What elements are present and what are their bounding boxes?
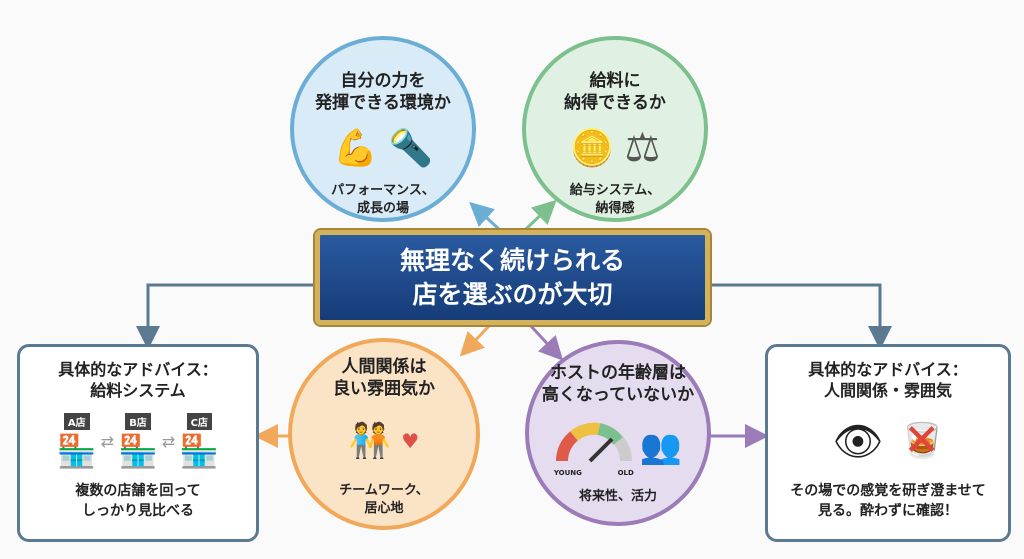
eye-icon: 👁 xyxy=(832,418,884,465)
circle-title: 人間関係は xyxy=(341,357,427,377)
age-gauge: YOUNG OLD xyxy=(554,417,634,477)
shop-b: B店🏪 xyxy=(118,412,158,470)
shop-c: C店🏪 xyxy=(179,412,220,470)
hosts-group-icon: 👥 xyxy=(639,427,683,467)
advice-box-salary: 具体的なアドバイス：給料システム A店🏪 ⇄ B店🏪 ⇄ C店🏪 複数の店舗を回… xyxy=(17,344,259,542)
coins-icon: 🪙 xyxy=(569,128,615,169)
circle-title: 自分の力を xyxy=(340,71,426,91)
circle-title: 発揮できる環境か xyxy=(315,93,451,113)
swap-arrows-icon: ⇄ xyxy=(100,431,115,451)
gauge-icon xyxy=(555,422,632,463)
box-subtitle: その場での感覚を研ぎ澄ませて xyxy=(790,483,986,499)
circle-subtitle: チームワーク、 xyxy=(339,483,429,498)
box-title: 給料システム xyxy=(90,381,186,400)
store-icon: 🏪 xyxy=(118,431,158,470)
box-subtitle: しっかり見比べる xyxy=(82,503,194,519)
circle-title: 高くなっていないか xyxy=(541,385,695,405)
store-icon: 🏪 xyxy=(179,431,220,470)
spotlight-icon: 🔦 xyxy=(388,128,433,169)
circle-title: 納得できるか xyxy=(564,93,666,113)
box-title: 具体的なアドバイス： xyxy=(58,360,218,379)
central-banner: 無理なく続けられる 店を選ぶのが大切 xyxy=(315,230,710,325)
banner-line: 店を選ぶのが大切 xyxy=(412,279,613,309)
hearts-icon: ♥ xyxy=(401,429,420,453)
circle-subtitle: 居心地 xyxy=(364,501,404,516)
box-title: 人間関係・雰囲気 xyxy=(823,381,952,400)
banner-line: 無理なく続けられる xyxy=(399,245,625,275)
box-subtitle: 複数の店舗を回って xyxy=(75,483,201,499)
circle-title: 良い雰囲気か xyxy=(333,379,435,399)
circle-subtitle: パフォーマンス、 xyxy=(331,183,435,198)
shop-a: A店🏪 xyxy=(56,412,97,470)
gauge-young-label: YOUNG xyxy=(553,469,582,477)
balance-scale-icon: ⚖ xyxy=(624,125,661,171)
gauge-old-label: OLD xyxy=(617,469,634,477)
no-drinking-icon: 🥃✕ xyxy=(901,415,944,466)
circle-host-age: ホストの年齢層は高くなっていないか YOUNG OLD 👥 将来性、活力 xyxy=(525,340,711,526)
shop-label: A店 xyxy=(63,412,90,430)
box-title: 具体的なアドバイス： xyxy=(808,360,968,379)
circle-subtitle: 給与システム、 xyxy=(569,183,661,198)
circle-salary: 給料に納得できるか 🪙⚖ 給与システム、納得感 xyxy=(522,36,708,222)
circle-environment: 自分の力を発揮できる環境か 💪🔦 パフォーマンス、成長の場 xyxy=(290,36,476,222)
circle-title: ホストの年齢層は xyxy=(550,363,686,383)
advice-box-atmosphere: 具体的なアドバイス： 人間関係・雰囲気 👁 🥃✕ その場での感覚を研ぎ澄ませて見る… xyxy=(765,344,1011,542)
shop-label: B店 xyxy=(125,412,151,430)
circle-subtitle: 納得感 xyxy=(595,201,635,216)
circle-title: 給料に xyxy=(589,71,641,91)
flexed-arm-icon: 💪 xyxy=(333,128,378,169)
store-icon: 🏪 xyxy=(56,431,97,470)
circle-relationships: 人間関係は良い雰囲気か 🧑‍🤝‍🧑 ♥ チームワーク、居心地 xyxy=(288,338,480,530)
team-handshake-icon: 🧑‍🤝‍🧑 xyxy=(348,421,392,461)
shop-label: C店 xyxy=(186,412,212,430)
circle-subtitle: 成長の場 xyxy=(356,201,409,216)
circle-subtitle: 将来性、活力 xyxy=(578,489,657,504)
swap-arrows-icon: ⇄ xyxy=(161,431,176,451)
box-subtitle: 見る。酔わずに確認！ xyxy=(818,503,958,519)
